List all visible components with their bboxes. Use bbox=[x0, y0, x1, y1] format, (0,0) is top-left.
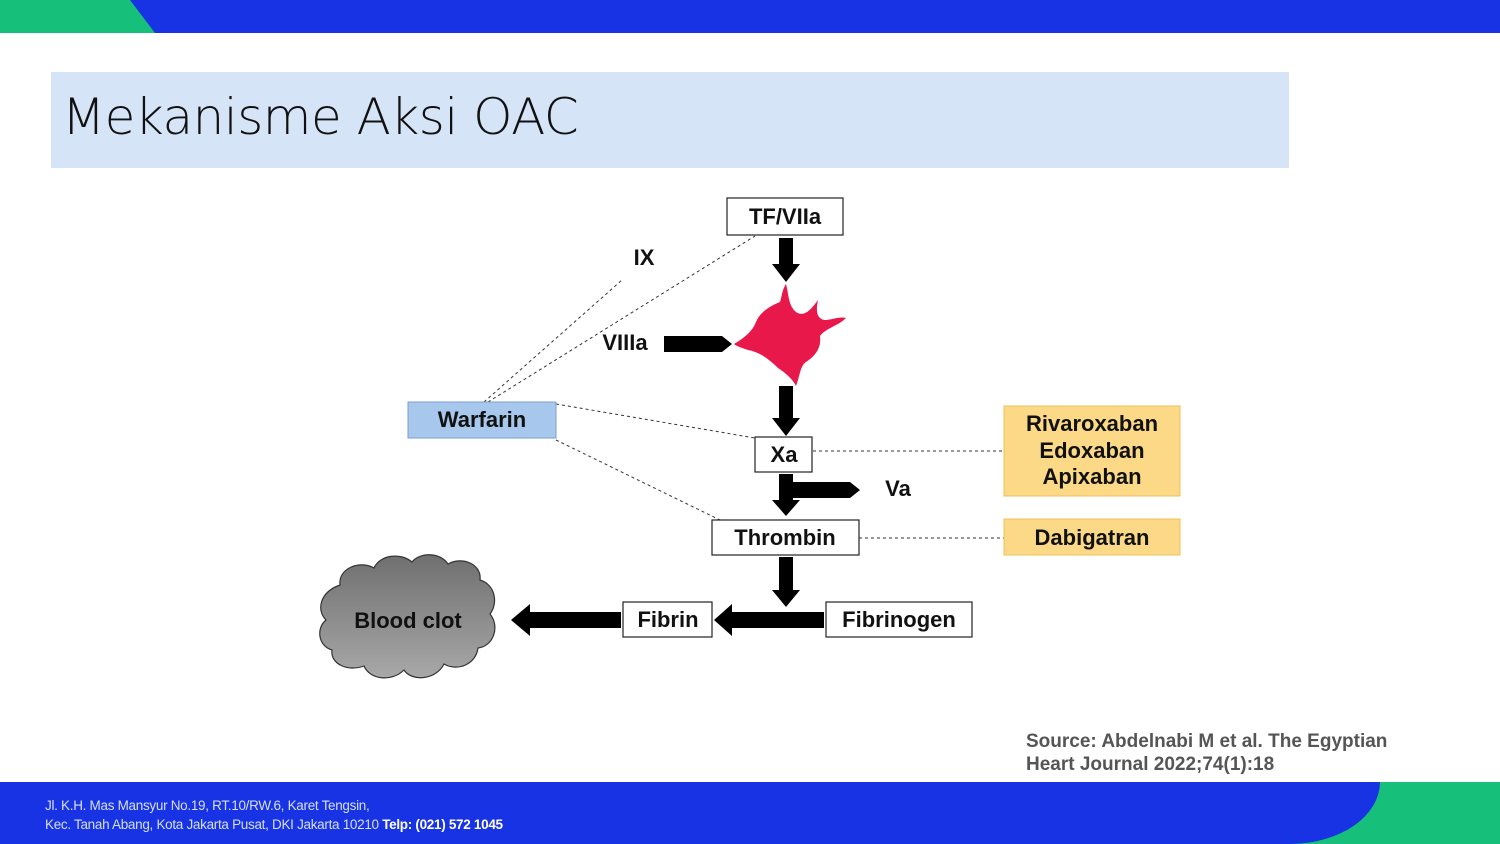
xa-box bbox=[754, 436, 813, 473]
arrow-left-icon bbox=[714, 604, 824, 636]
source-citation: Source: Abdelnabi M et al. The Egyptian … bbox=[1026, 730, 1387, 776]
va-label: Va bbox=[885, 476, 911, 501]
footer-phone: Telp: (021) 572 1045 bbox=[382, 817, 503, 832]
thrombin-label: Thrombin bbox=[734, 525, 835, 550]
arrow-down-icon bbox=[772, 557, 800, 607]
blood-clot-cloud-icon bbox=[319, 554, 496, 679]
warfarin-label: Warfarin bbox=[438, 407, 526, 432]
edoxaban-label: Edoxaban bbox=[1039, 438, 1144, 463]
arrow-down-icon bbox=[772, 238, 800, 282]
arrow-down-icon bbox=[772, 386, 800, 436]
warfarin-xa-line bbox=[555, 403, 756, 439]
top-banner bbox=[0, 0, 1500, 33]
fibrinogen-label: Fibrinogen bbox=[842, 607, 956, 632]
rivaroxaban-label: Rivaroxaban bbox=[1026, 411, 1158, 436]
title-band bbox=[51, 72, 1289, 168]
address-line-1: Jl. K.H. Mas Mansyur No.19, RT.10/RW.6, … bbox=[45, 798, 370, 813]
address-line-2: Kec. Tanah Abang, Kota Jakarta Pusat, DK… bbox=[45, 817, 379, 832]
warfarin-tf-line bbox=[487, 235, 756, 403]
ix-label: IX bbox=[634, 245, 655, 270]
apixaban-label: Apixaban bbox=[1042, 464, 1141, 489]
fibrin-label: Fibrin bbox=[637, 607, 698, 632]
arrow-right-icon bbox=[664, 336, 732, 352]
source-line-2: Heart Journal 2022;74(1):18 bbox=[1026, 754, 1275, 775]
warfarin-box bbox=[407, 401, 557, 439]
arrow-down-branch-icon bbox=[772, 474, 860, 516]
inhibition-lines bbox=[483, 235, 1004, 539]
footer-curve bbox=[1100, 782, 1380, 844]
dabigatran-box bbox=[1003, 518, 1181, 556]
fibrin-box bbox=[622, 601, 713, 638]
footer-address: Jl. K.H. Mas Mansyur No.19, RT.10/RW.6, … bbox=[45, 796, 503, 834]
tf-viia-box bbox=[726, 197, 844, 236]
dabigatran-label: Dabigatran bbox=[1035, 525, 1150, 550]
source-line-1: Source: Abdelnabi M et al. The Egyptian bbox=[1026, 731, 1388, 752]
warfarin-thrombin-line bbox=[555, 439, 721, 521]
thrombin-box bbox=[711, 519, 860, 556]
slide-title: Mekanisme Aksi OAC bbox=[62, 88, 579, 146]
xa-label: Xa bbox=[771, 442, 799, 467]
blood-clot-label: Blood clot bbox=[354, 608, 462, 633]
warfarin-ix-line bbox=[483, 279, 623, 403]
arrow-left-icon bbox=[511, 604, 621, 636]
top-banner-accent bbox=[0, 0, 155, 33]
tf-viia-label: TF/VIIa bbox=[749, 204, 822, 229]
viiia-label: VIIIa bbox=[602, 330, 648, 355]
xa-inhibitors-box bbox=[1003, 405, 1181, 497]
activated-platelet-icon bbox=[734, 284, 846, 386]
fibrinogen-box bbox=[825, 601, 973, 638]
